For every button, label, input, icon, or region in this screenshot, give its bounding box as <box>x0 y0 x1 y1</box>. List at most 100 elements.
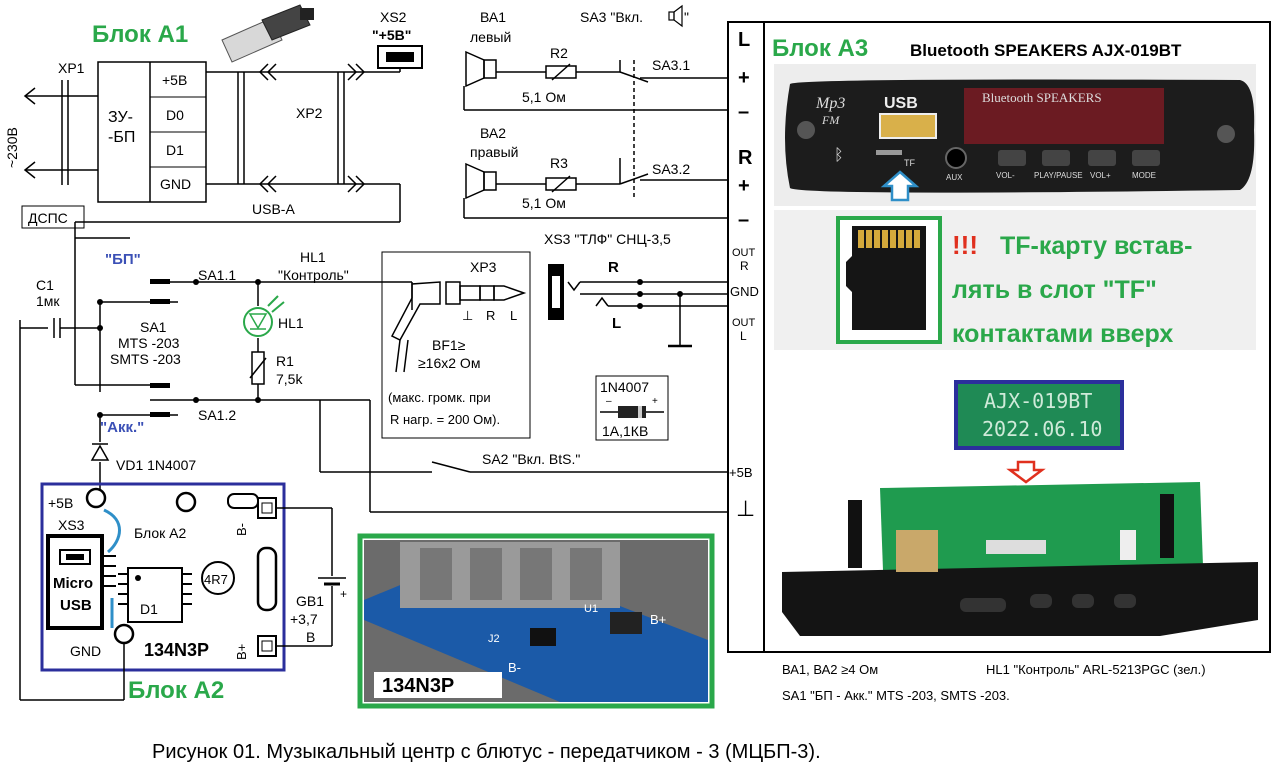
panel-btn-1: VOL- <box>996 171 1015 180</box>
sa3-2-label: SA3.2 <box>652 161 690 177</box>
akk-label: "Акк." <box>100 419 144 436</box>
diode-legend-part: 1N4007 <box>600 379 649 395</box>
battery-wires <box>19 338 346 701</box>
panel-btn-2: PLAY/PAUSE <box>1034 171 1083 180</box>
svg-text:B-: B- <box>508 660 521 675</box>
diode-legend-rating: 1А,1КВ <box>602 423 648 439</box>
c1-label: C1 <box>36 277 54 293</box>
pin-d1: D1 <box>166 142 184 158</box>
panel-title: Bluetooth SPEAKERS <box>982 90 1102 105</box>
r2-label: R2 <box>550 45 568 61</box>
a2-d1: D1 <box>140 601 158 617</box>
xs2-label: XS2 <box>380 9 407 25</box>
a2-b-plus: В+ <box>234 644 249 660</box>
sa3-1-label: SA3.1 <box>652 57 690 73</box>
block-a3-subtitle: Bluetooth SPEAKERS AJX-019BT <box>910 41 1182 60</box>
gb1-unit: В <box>306 629 315 645</box>
headphone-note-1: (макс. громк. при <box>388 390 491 405</box>
block-a2-parts <box>46 487 278 657</box>
a2-xs3: XS3 <box>58 517 85 533</box>
down-arrow-icon <box>1006 460 1046 484</box>
speaker-wires <box>463 60 728 219</box>
term-minus-2: – <box>738 209 749 231</box>
board-photo <box>782 482 1258 636</box>
sa1-mts: MTS -203 <box>118 335 180 351</box>
tf-warn: !!! <box>952 230 978 260</box>
bp-label: "БП" <box>105 251 141 268</box>
diode-legend-box <box>595 375 669 441</box>
gb1-voltage: +3,7 <box>290 611 318 627</box>
svg-text:+: + <box>652 396 658 407</box>
diode-vd1 <box>90 443 110 461</box>
photo-134n3p: J2 U1 B+ B- <box>357 533 715 709</box>
speaker-right-icon <box>465 162 497 200</box>
panel-btn-3: VOL+ <box>1090 171 1111 180</box>
board-line-2: 2022.06.10 <box>982 417 1102 441</box>
charger-label-1: ЗУ- <box>108 109 133 126</box>
up-arrow-icon <box>880 170 920 202</box>
mains-plug-symbol <box>23 80 98 185</box>
xs3-socket <box>548 264 564 320</box>
sa3-label: SA3 "Вкл. <box>580 9 643 25</box>
diode-component-icon: – + <box>600 396 664 418</box>
pin-5v: +5В <box>162 72 187 88</box>
svg-text:–: – <box>606 396 612 407</box>
c1-value: 1мк <box>36 293 60 309</box>
pin-gnd: GND <box>160 176 191 192</box>
xs2-value: "+5В" <box>372 27 411 43</box>
block-a1-title: Блок А1 <box>92 21 188 48</box>
tf-line-2: лять в слот "TF" <box>952 276 1157 304</box>
a3-gnd: GND <box>730 284 759 299</box>
bf1-value: ≥16х2 Ом <box>418 355 480 371</box>
out-l-1: OUT <box>732 317 756 329</box>
vd1-label: VD1 1N4007 <box>116 457 196 473</box>
board-label-photo <box>954 380 1124 450</box>
headphone-note-2: R нагр. = 200 Ом). <box>390 412 500 427</box>
a3-ground: ⊥ <box>736 496 755 521</box>
out-l-2: L <box>740 329 747 343</box>
r3-label: R3 <box>550 155 568 171</box>
xp3-pin-r: R <box>486 308 495 323</box>
svg-text:": " <box>684 9 689 25</box>
term-r: R <box>738 147 753 169</box>
block-a2-title: Блок А2 <box>128 677 224 704</box>
term-l: L <box>738 29 750 51</box>
xs3-label: XS3 "ТЛФ" СНЦ-3,5 <box>544 231 671 247</box>
bf1-label: BF1≥ <box>432 337 466 353</box>
sa1-label: SA1 <box>140 319 167 335</box>
note-2: SA1 "БП - Акк." MTS -203, SMTS -203. <box>782 688 1010 703</box>
panel-tf: TF <box>904 158 915 168</box>
a2-b-minus: В- <box>234 523 249 536</box>
bluetooth-icon: ᛒ <box>834 145 844 164</box>
ba2-label: ВА2 <box>480 125 506 141</box>
block-a2-box <box>40 482 286 672</box>
ba2-side: правый <box>470 144 518 160</box>
a2-4r7: 4R7 <box>204 572 228 587</box>
r2-value: 5,1 Ом <box>522 89 566 105</box>
dsps-label: ДСПС <box>28 210 68 226</box>
note-1a: ВА1, ВА2 ≥4 Ом <box>782 662 878 677</box>
pin-d0: D0 <box>166 107 184 123</box>
tf-card-icon <box>846 226 926 330</box>
term-plus-2: + <box>738 175 750 197</box>
usb-a-label: USB-A <box>252 201 295 217</box>
charger-label-2: -БП <box>108 129 135 146</box>
led-icon <box>243 295 285 337</box>
sa1-smts: SMTS -203 <box>110 351 181 367</box>
r1-value: 7,5k <box>276 371 303 387</box>
xp3-label: XP3 <box>470 259 497 275</box>
sa1-contacts <box>97 279 261 418</box>
usb-socket-icon <box>377 45 423 69</box>
xs3-wires <box>567 281 728 348</box>
photo-134n3p-label: 134N3P <box>382 675 454 697</box>
xp3-pin-gnd: ⊥ <box>462 308 473 323</box>
usb-plug-icon <box>221 4 314 63</box>
ba1-label: ВА1 <box>480 9 506 25</box>
board-line-1: AJX-019BT <box>984 389 1092 413</box>
gb1-label: GB1 <box>296 593 324 609</box>
hl1-label: HL1 <box>300 249 326 265</box>
panel-aux: AUX <box>946 173 963 182</box>
svg-text:B+: B+ <box>650 612 666 627</box>
sa2-wires <box>319 400 728 473</box>
mains-label: ~230В <box>4 127 20 168</box>
